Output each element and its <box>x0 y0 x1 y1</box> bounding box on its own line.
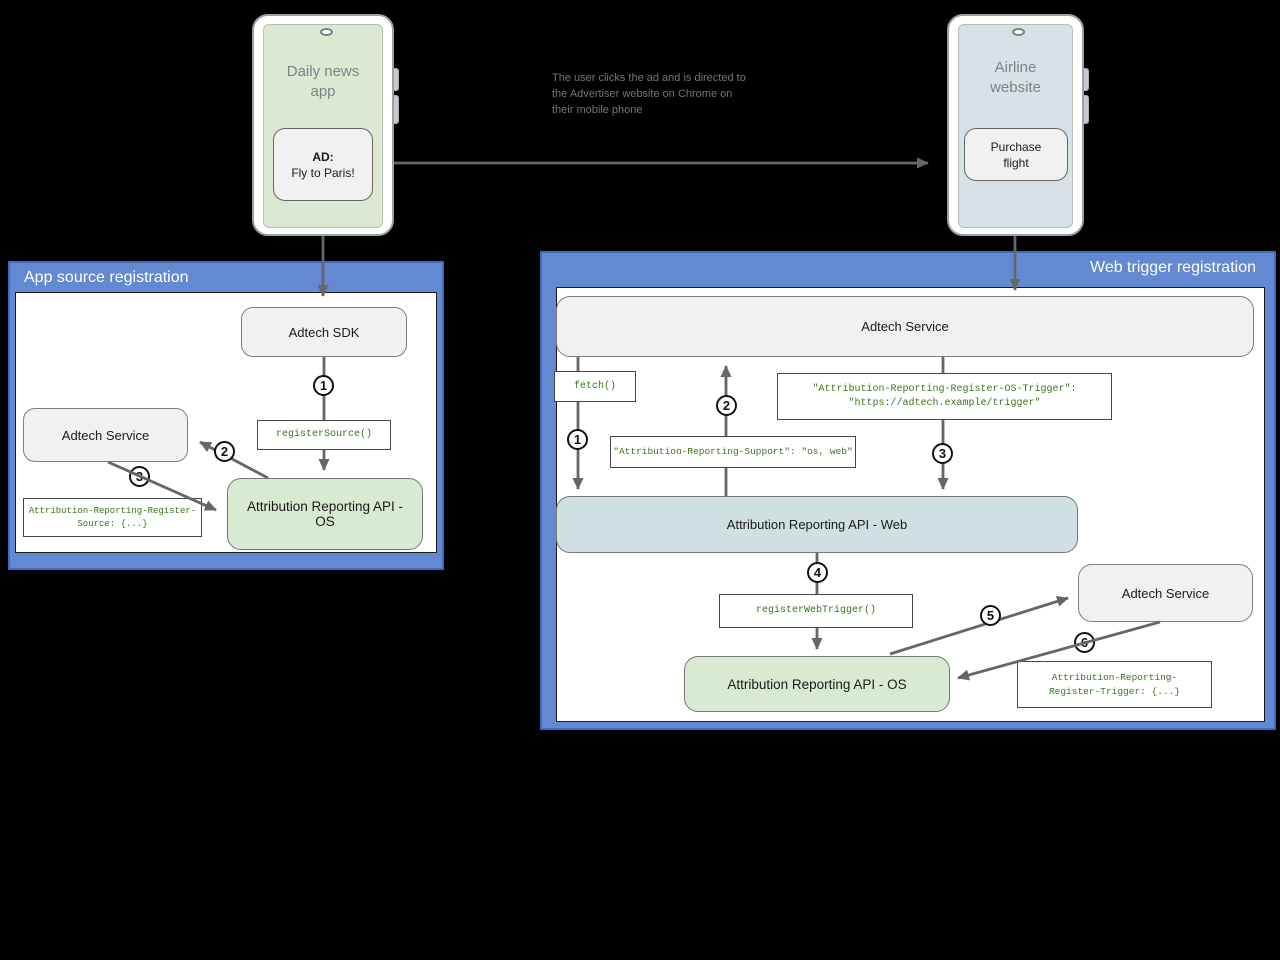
node-adtech-sdk: Adtech SDK <box>241 307 407 357</box>
adtech-service-label: Adtech Service <box>61 427 150 443</box>
node-attribution-api-os-web: Attribution Reporting API - OS <box>684 656 950 712</box>
os-trigger-line2: "https://adtech.example/trigger" <box>848 397 1041 409</box>
step-number: 4 <box>813 565 822 580</box>
website-title-line2: website <box>990 79 1041 96</box>
adtech-service-top-label: Adtech Service <box>861 319 949 334</box>
web-panel-title: Web trigger registration <box>1090 259 1256 276</box>
step-circle-web-6: 6 <box>1074 632 1095 653</box>
adtech-service-right-label: Adtech Service <box>1121 585 1210 601</box>
step-number: 2 <box>722 398 731 413</box>
website-title-line1: Airline <box>994 59 1037 76</box>
purchase-line1: Purchase <box>990 139 1042 154</box>
purchase-flight-box: Purchase flight <box>964 128 1068 181</box>
fetch-label: fetch() <box>573 380 616 392</box>
phone-airline-website: Airline website Purchase flight <box>947 14 1084 236</box>
annotation-line2: the Advertiser website on Chrome on <box>552 88 733 100</box>
step-number: 1 <box>573 432 582 447</box>
trigger-code-line1: Attribution-Reporting- <box>1051 671 1178 683</box>
node-register-web-trigger: registerWebTrigger() <box>719 594 913 628</box>
step-circle-web-5: 5 <box>980 605 1001 626</box>
node-fetch: fetch() <box>554 371 636 402</box>
step-circle-web-4: 4 <box>807 562 828 583</box>
step-circle-web-3: 3 <box>932 443 953 464</box>
attribution-api-os-web-label: Attribution Reporting API - OS <box>727 676 907 692</box>
node-adtech-service-right: Adtech Service <box>1078 564 1253 622</box>
step-number: 3 <box>938 446 947 461</box>
ad-box: AD: Fly to Paris! <box>273 128 373 201</box>
annotation-line3: their mobile phone <box>552 104 643 116</box>
node-adtech-service-app: Adtech Service <box>23 408 188 462</box>
camera-icon <box>1012 28 1025 36</box>
step-number: 5 <box>986 608 995 623</box>
app-panel-title: App source registration <box>24 269 189 286</box>
os-trigger-line1: "Attribution-Reporting-Register-OS-Trigg… <box>812 383 1077 395</box>
step-number: 3 <box>135 469 144 484</box>
node-attribution-api-os-app: Attribution Reporting API - OS <box>227 478 423 550</box>
phone-screen: Daily news app AD: Fly to Paris! <box>263 24 383 228</box>
ad-label: AD: <box>312 149 334 164</box>
app-title-line1: Daily news <box>286 63 360 80</box>
node-register-trigger-header: Attribution-Reporting- Register-Trigger:… <box>1017 661 1212 708</box>
step-circle-web-2: 2 <box>716 395 737 416</box>
trigger-code-line2: Register-Trigger: {...} <box>1048 685 1181 697</box>
step-number: 6 <box>1080 635 1089 650</box>
app-title: Daily news app <box>264 62 382 102</box>
support-header-label: "Attribution-Reporting-Support": "os, we… <box>613 446 853 457</box>
step-circle-app-2: 2 <box>214 441 235 462</box>
step-circle-app-1: 1 <box>313 375 334 396</box>
node-register-source-header: Attribution-Reporting-Register- Source: … <box>23 498 202 537</box>
step-circle-app-3: 3 <box>129 466 150 487</box>
node-os-trigger-header: "Attribution-Reporting-Register-OS-Trigg… <box>777 373 1112 420</box>
purchase-line2: flight <box>1003 155 1029 170</box>
phone-screen: Airline website Purchase flight <box>958 24 1073 228</box>
attribution-api-web-label: Attribution Reporting API - Web <box>726 517 908 532</box>
code-line2: Source: {...} <box>77 518 148 529</box>
register-web-trigger-label: registerWebTrigger() <box>755 605 877 616</box>
code-line1: Attribution-Reporting-Register- <box>28 505 197 516</box>
register-source-label: registerSource() <box>275 429 372 440</box>
adtech-sdk-label: Adtech SDK <box>288 324 360 340</box>
ad-text: Fly to Paris! <box>291 165 355 180</box>
step-number: 1 <box>319 378 328 393</box>
step-circle-web-1: 1 <box>567 429 588 450</box>
attribution-api-os-label: Attribution Reporting API - OS <box>246 499 404 529</box>
app-title-line2: app <box>310 83 336 100</box>
annotation-line1: The user clicks the ad and is directed t… <box>552 72 746 84</box>
phone-daily-news-app: Daily news app AD: Fly to Paris! <box>252 14 394 236</box>
node-support-header: "Attribution-Reporting-Support": "os, we… <box>610 436 856 468</box>
node-adtech-service-top: Adtech Service <box>556 296 1254 357</box>
node-attribution-api-web: Attribution Reporting API - Web <box>556 496 1078 553</box>
website-title: Airline website <box>959 58 1072 98</box>
camera-icon <box>320 28 333 36</box>
step-number: 2 <box>220 444 229 459</box>
node-register-source: registerSource() <box>257 420 391 450</box>
annotation-text: The user clicks the ad and is directed t… <box>552 70 812 118</box>
